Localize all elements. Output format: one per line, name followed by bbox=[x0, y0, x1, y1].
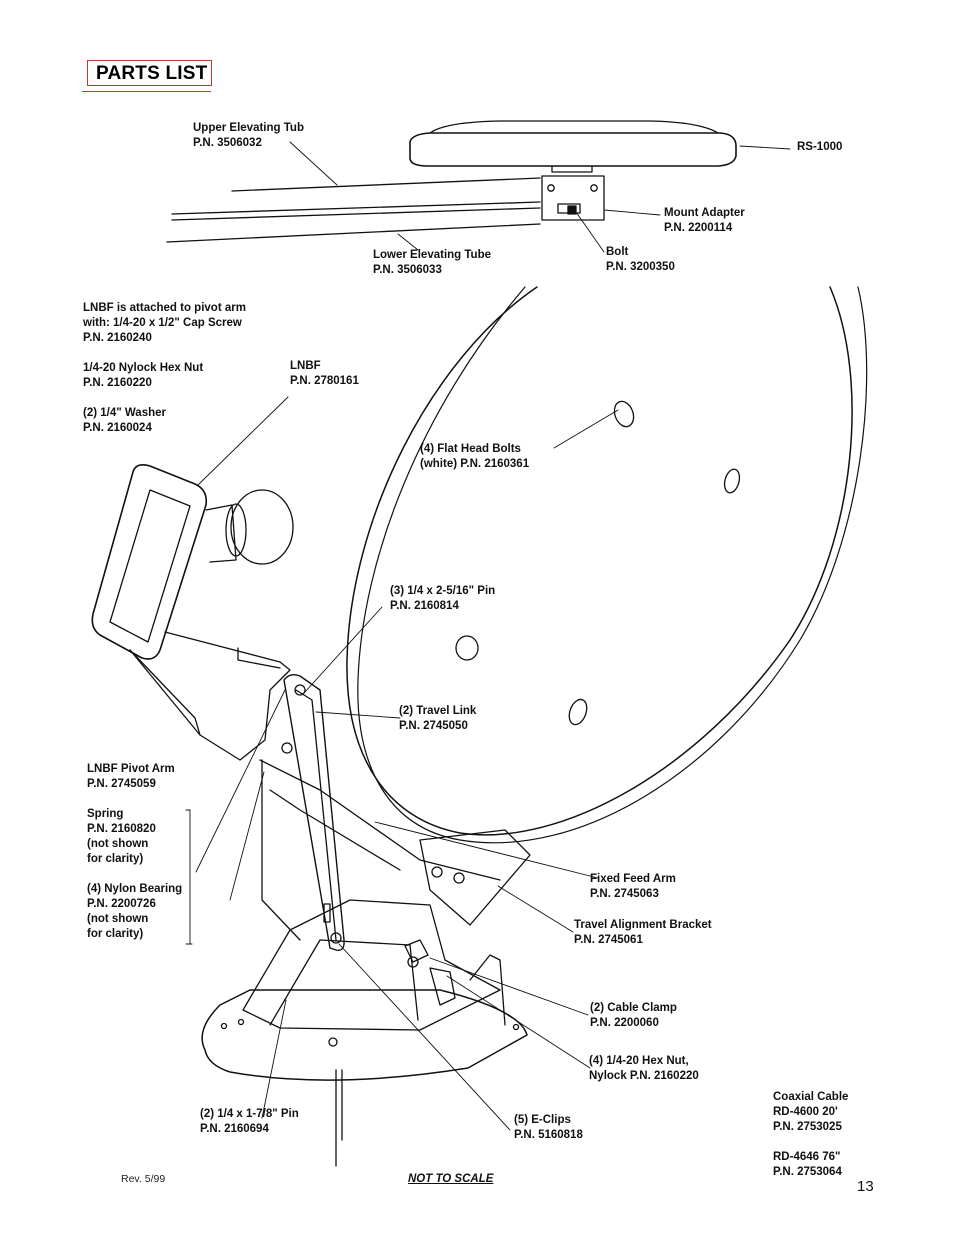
label-line: 1/4-20 Nylock Hex Nut bbox=[83, 362, 204, 374]
label-bolt: Bolt P.N. 3200350 bbox=[606, 245, 675, 275]
label-line: LNBF Pivot Arm bbox=[87, 763, 175, 775]
label-line: (4) 1/4-20 Hex Nut, bbox=[589, 1055, 689, 1067]
page-title: PARTS LIST bbox=[96, 63, 208, 84]
label-line: P.N. 2160820 bbox=[87, 823, 156, 835]
lnbf-pivot-arm bbox=[129, 631, 291, 761]
label-lnbf-pivot-arm: LNBF Pivot Arm P.N. 2745059 bbox=[87, 762, 175, 792]
fixed-feed-arm bbox=[259, 759, 501, 941]
label-upper-elevating-tube: Upper Elevating Tub P.N. 3506032 bbox=[193, 121, 304, 151]
label-line: Bolt bbox=[606, 246, 629, 258]
not-to-scale-note: NOT TO SCALE bbox=[408, 1173, 494, 1185]
label-e-clips: (5) E-Clips P.N. 5160818 bbox=[514, 1113, 583, 1143]
label-line: (not shown bbox=[87, 913, 149, 925]
leader-lines bbox=[185, 141, 791, 1131]
label-line: with: 1/4-20 x 1/2" Cap Screw bbox=[83, 317, 242, 329]
label-line: Mount Adapter bbox=[664, 207, 745, 219]
travel-link bbox=[281, 673, 345, 951]
label-mount-adapter: Mount Adapter P.N. 2200114 bbox=[664, 206, 745, 236]
label-travel-alignment-bracket: Travel Alignment Bracket P.N. 2745061 bbox=[574, 918, 712, 948]
label-flat-head-bolts: (4) Flat Head Bolts (white) P.N. 2160361 bbox=[420, 442, 529, 472]
label-line: P.N. 2745061 bbox=[574, 934, 643, 946]
label-spacer bbox=[773, 1135, 848, 1150]
label-line: LNBF is attached to pivot arm bbox=[83, 302, 246, 314]
parts-list-title-box: PARTS LIST bbox=[87, 60, 212, 86]
label-line: (2) Travel Link bbox=[399, 705, 477, 717]
label-hex-nut: (4) 1/4-20 Hex Nut, Nylock P.N. 2160220 bbox=[589, 1054, 699, 1084]
label-line: P.N. 2745059 bbox=[87, 778, 156, 790]
label-travel-link: (2) Travel Link P.N. 2745050 bbox=[399, 704, 476, 734]
label-line: for clarity) bbox=[87, 928, 144, 940]
travel-alignment-bracket bbox=[419, 829, 531, 926]
label-line: LNBF bbox=[290, 360, 321, 372]
label-coaxial-cable: Coaxial Cable RD-4600 20' P.N. 2753025 R… bbox=[773, 1090, 848, 1180]
revision-note: Rev. 5/99 bbox=[121, 1173, 166, 1185]
label-fixed-feed-arm: Fixed Feed Arm P.N. 2745063 bbox=[590, 872, 676, 902]
label-line: P.N. 2160694 bbox=[200, 1123, 269, 1135]
label-line: Upper Elevating Tub bbox=[193, 122, 304, 134]
label-line: Lower Elevating Tube bbox=[373, 249, 491, 261]
label-line: P.N. 3506032 bbox=[193, 137, 262, 149]
label-nylon-bearing: (4) Nylon Bearing P.N. 2200726 (not show… bbox=[87, 882, 182, 942]
label-line: P.N. 5160818 bbox=[514, 1129, 583, 1141]
label-rs1000: RS-1000 bbox=[797, 140, 842, 155]
label-line: P.N. 2160024 bbox=[83, 422, 152, 434]
label-lnbf: LNBF P.N. 2780161 bbox=[290, 359, 359, 389]
elevating-tubes bbox=[166, 177, 541, 243]
mount-base bbox=[201, 899, 528, 1167]
label-line: Nylock P.N. 2160220 bbox=[589, 1070, 699, 1082]
label-line: P.N. 3506033 bbox=[373, 264, 442, 276]
cable-clamp bbox=[404, 939, 456, 1006]
label-line: (3) 1/4 x 2-5/16" Pin bbox=[390, 585, 496, 597]
rs1000-dome bbox=[409, 120, 737, 173]
label-line: P.N. 3200350 bbox=[606, 261, 675, 273]
label-line: P.N. 2745063 bbox=[590, 888, 659, 900]
label-line: (white) P.N. 2160361 bbox=[420, 458, 530, 470]
label-line: P.N. 2200060 bbox=[590, 1017, 659, 1029]
label-line: Fixed Feed Arm bbox=[590, 873, 676, 885]
lnbf bbox=[91, 464, 294, 660]
label-line: P.N. 2200114 bbox=[664, 222, 733, 234]
dish-reflector bbox=[346, 286, 868, 844]
label-line: P.N. 2160220 bbox=[83, 377, 152, 389]
label-line: (2) 1/4" Washer bbox=[83, 407, 166, 419]
label-line: RS-1000 bbox=[797, 141, 843, 153]
label-line: Coaxial Cable bbox=[773, 1091, 849, 1103]
label-line: (4) Nylon Bearing bbox=[87, 883, 183, 895]
label-line: P.N. 2753064 bbox=[773, 1166, 842, 1178]
label-pin-1-7-8: (2) 1/4 x 1-7/8" Pin P.N. 2160694 bbox=[200, 1107, 299, 1137]
label-cable-clamp: (2) Cable Clamp P.N. 2200060 bbox=[590, 1001, 677, 1031]
label-line: (4) Flat Head Bolts bbox=[420, 443, 521, 455]
label-line: RD-4600 20' bbox=[773, 1106, 838, 1118]
label-line: P.N. 2200726 bbox=[87, 898, 156, 910]
label-line: P.N. 2745050 bbox=[399, 720, 468, 732]
label-line: P.N. 2780161 bbox=[290, 375, 359, 387]
label-line: P.N. 2160240 bbox=[83, 332, 152, 344]
label-line: P.N. 2160814 bbox=[390, 600, 459, 612]
label-line: Travel Alignment Bracket bbox=[574, 919, 712, 931]
label-pin-2-5-16: (3) 1/4 x 2-5/16" Pin P.N. 2160814 bbox=[390, 584, 495, 614]
label-lower-elevating-tube: Lower Elevating Tube P.N. 3506033 bbox=[373, 248, 491, 278]
label-nylock-hex-nut: 1/4-20 Nylock Hex Nut P.N. 2160220 bbox=[83, 361, 203, 391]
label-line: (2) 1/4 x 1-7/8" Pin bbox=[200, 1108, 299, 1120]
label-washer: (2) 1/4" Washer P.N. 2160024 bbox=[83, 406, 166, 436]
label-line: P.N. 2753025 bbox=[773, 1121, 842, 1133]
label-spring: Spring P.N. 2160820 (not shown for clari… bbox=[87, 807, 156, 867]
label-line: (5) E-Clips bbox=[514, 1114, 571, 1126]
label-line: (not shown bbox=[87, 838, 149, 850]
label-line: Spring bbox=[87, 808, 124, 820]
title-underline bbox=[82, 91, 211, 92]
page-number: 13 bbox=[857, 1178, 874, 1195]
label-line: RD-4646 76" bbox=[773, 1151, 841, 1163]
label-line: for clarity) bbox=[87, 853, 144, 865]
label-lnbf-attach: LNBF is attached to pivot arm with: 1/4-… bbox=[83, 301, 246, 346]
label-line: (2) Cable Clamp bbox=[590, 1002, 677, 1014]
mount-adapter bbox=[541, 175, 605, 221]
